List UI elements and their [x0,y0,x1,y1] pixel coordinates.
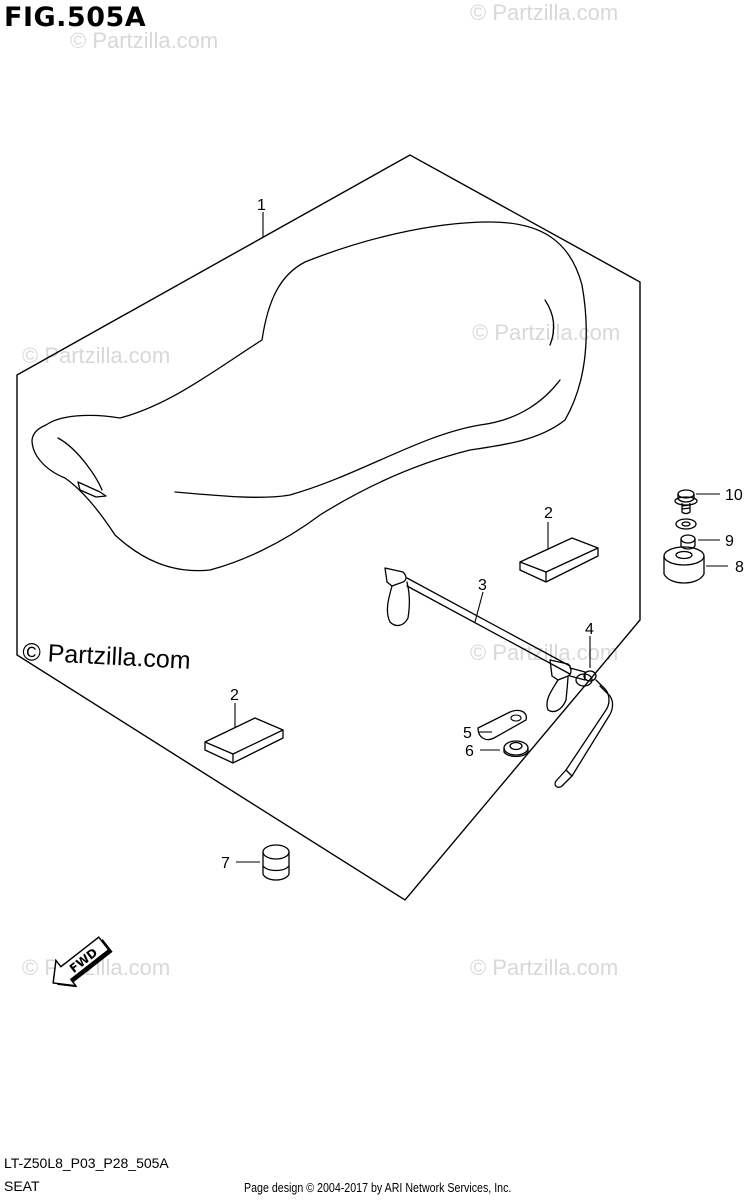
callout-6: 6 [465,743,474,760]
callout-9: 9 [725,533,734,550]
watermarks: © Partzilla.com © Partzilla.com © Partzi… [22,0,620,980]
bolt-part [674,489,698,515]
watermark-text: © Partzilla.com [70,28,218,53]
callout-1: 1 [257,197,266,214]
figure-code: LT-Z50L8_P03_P28_505A [4,1155,169,1171]
callout-2: 2 [230,687,239,704]
cushion-part [262,844,290,881]
leader-lines [234,212,728,863]
callout-4: 4 [585,621,594,638]
watermark-text: © Partzilla.com [472,320,620,345]
callout-10: 10 [725,487,743,504]
seat-part [31,221,587,572]
lever-part [554,670,614,788]
callout-8: 8 [735,559,744,576]
callout-2: 2 [544,505,553,522]
plate-hole [510,714,522,722]
nut-part [503,740,529,758]
pad-part [519,537,599,583]
spacer-part [663,546,705,584]
watermark-text: © Partzilla.com [470,0,618,25]
pad-part [204,717,284,764]
plate-part [477,709,527,741]
washer-part [675,518,697,550]
lock-rod-part [384,567,586,713]
callout-7: 7 [221,855,230,872]
callout-5: 5 [463,725,472,742]
assembly-boundary [16,154,641,901]
figure-title: FIG.505A [4,2,147,33]
figure-name: SEAT [4,1178,40,1194]
fwd-arrow-icon: FWD [52,936,113,988]
copyright-notice: Page design © 2004-2017 by ARI Network S… [244,1180,512,1195]
callout-3: 3 [478,577,487,594]
watermark-text: © Partzilla.com [22,343,170,368]
watermark-text: © Partzilla.com [470,955,618,980]
watermark-main: © Partzilla.com [22,638,192,675]
